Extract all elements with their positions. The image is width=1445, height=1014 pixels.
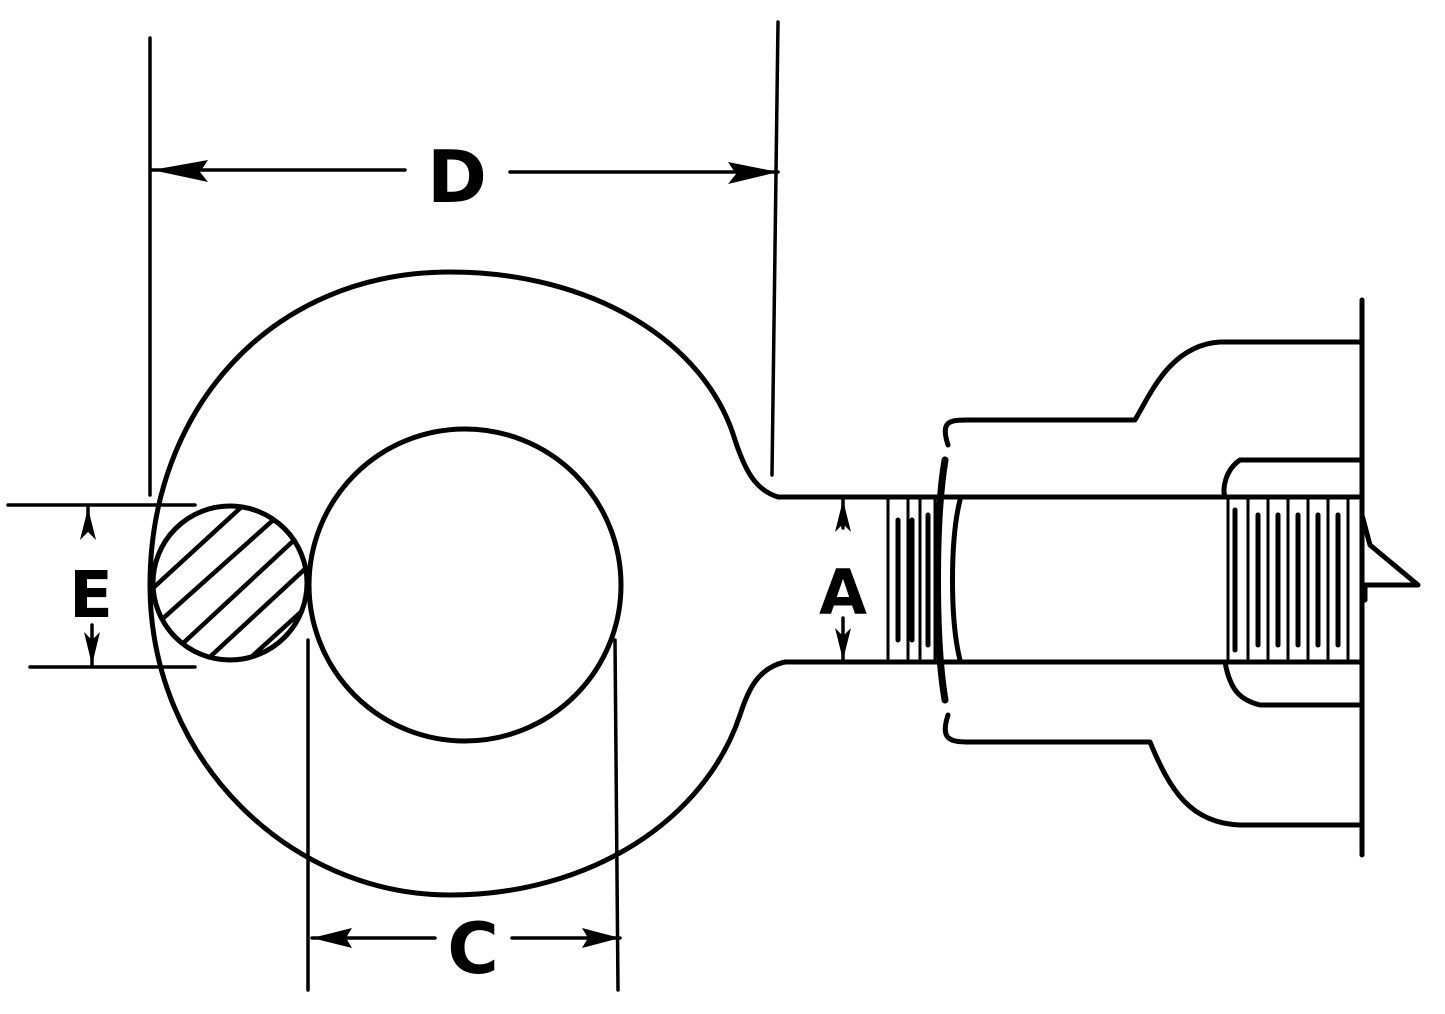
dim-d-ext-right	[770, 20, 780, 477]
nut-thread	[1226, 495, 1350, 664]
bolt-tip	[1359, 512, 1421, 603]
dim-c-label: C	[447, 908, 498, 990]
dim-d-label: D	[427, 135, 487, 219]
dim-a-label: A	[819, 556, 867, 629]
dim-e-arrow-bottom	[84, 632, 100, 665]
dim-c-arrow-right	[582, 928, 620, 948]
eye-outer-contour	[147, 269, 788, 898]
nut-chamfer-right	[950, 497, 963, 663]
nut-body	[942, 339, 1365, 828]
dim-d-arrow-left	[152, 160, 208, 182]
dim-e-arrow-top	[80, 508, 96, 540]
shank-thread-dark	[895, 512, 931, 648]
dim-d-arrow-right	[728, 162, 778, 184]
dim-c-ext-right	[613, 638, 620, 992]
dim-c-arrow-left	[312, 928, 352, 948]
eye-section-circle	[150, 503, 310, 663]
dim-e-label: E	[69, 559, 113, 633]
nut-thread-dark	[1232, 507, 1341, 653]
dim-a-arrow-top	[835, 500, 851, 532]
eye-inner-hole	[306, 426, 624, 744]
dim-a-arrow-bottom	[835, 628, 851, 660]
nut-chamfer-left	[934, 456, 949, 704]
